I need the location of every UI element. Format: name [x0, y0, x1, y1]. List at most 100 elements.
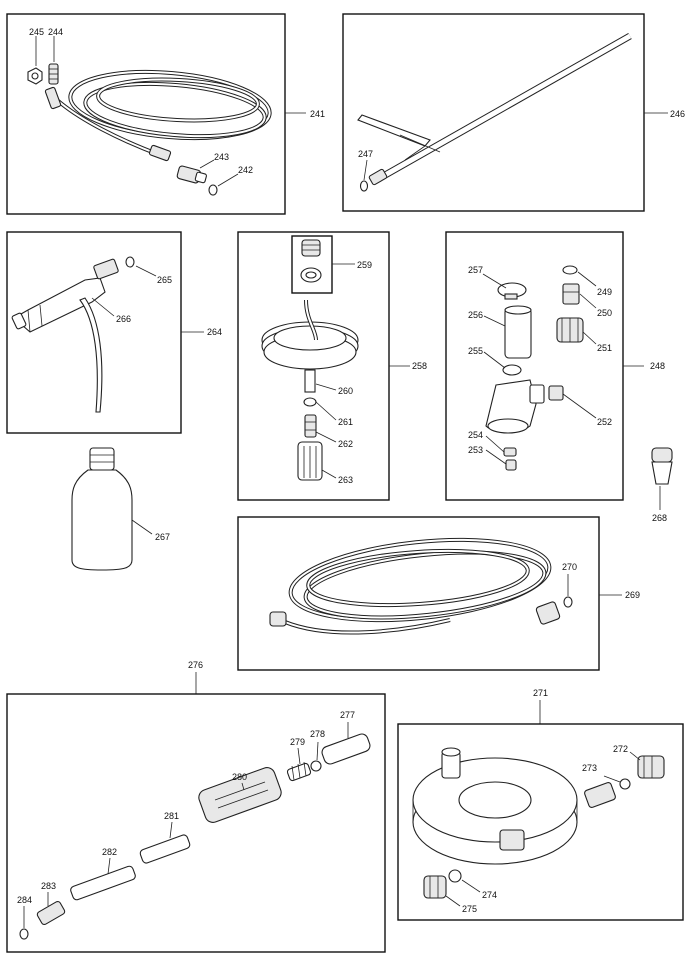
nozzle-283: [36, 900, 66, 926]
callout-261: 261: [338, 417, 353, 427]
nipple-250: [562, 283, 580, 305]
callout-282: 282: [102, 847, 117, 857]
nozzle-247: [368, 168, 388, 186]
callout-277: 277: [340, 710, 355, 720]
frame-246: [342, 13, 645, 212]
nut-245: [27, 67, 43, 85]
body-248: [485, 379, 545, 434]
callout-246: 246: [670, 109, 685, 119]
nipple-262: [304, 414, 317, 438]
group-264-gun: [6, 231, 204, 434]
housing-280: [198, 767, 282, 823]
group-269-hose: [237, 516, 622, 671]
group-271-base: [397, 700, 684, 921]
o-ring-242: [208, 184, 218, 196]
outlet-fitting: [499, 829, 525, 851]
frame-276: [6, 693, 386, 953]
callout-280: 280: [232, 772, 247, 782]
nozzle-268: [651, 447, 673, 510]
callout-270: 270: [562, 562, 577, 572]
callout-245: 245: [29, 27, 44, 37]
hose-241: [55, 69, 272, 157]
clamp-261: [303, 397, 317, 407]
callout-243: 243: [214, 152, 229, 162]
callout-278: 278: [310, 729, 325, 739]
callout-256: 256: [468, 310, 483, 320]
washer-274: [448, 869, 462, 883]
callout-259: 259: [357, 260, 372, 270]
callout-276: 276: [188, 660, 203, 670]
callout-263: 263: [338, 475, 353, 485]
callout-269: 269: [625, 590, 640, 600]
tube-281: [139, 834, 191, 864]
callout-251: 251: [597, 343, 612, 353]
frame-259: [291, 235, 333, 294]
plug-252: [548, 385, 564, 401]
bushing-244: [48, 63, 59, 85]
nut-251: [556, 317, 584, 343]
o-ring-278: [310, 760, 322, 772]
callout-284: 284: [17, 895, 32, 905]
callout-254: 254: [468, 430, 483, 440]
callout-266: 266: [116, 314, 131, 324]
callout-279: 279: [290, 737, 305, 747]
o-ring-270: [563, 596, 573, 608]
frame-241: [6, 13, 286, 215]
callout-267: 267: [155, 532, 170, 542]
callout-242: 242: [238, 165, 253, 175]
coil-260: [261, 299, 359, 393]
coupling-275: [423, 875, 447, 899]
hose-end-left: [269, 611, 287, 627]
tube-282: [70, 865, 136, 901]
callout-252: 252: [597, 417, 612, 427]
callout-262: 262: [338, 439, 353, 449]
tube-277: [321, 733, 371, 765]
o-ring-255: [502, 364, 522, 376]
group-246-lance: [342, 13, 668, 212]
callout-253: 253: [468, 445, 483, 455]
o-ring-247: [359, 180, 369, 192]
callout-264: 264: [207, 327, 222, 337]
o-ring-284: [19, 928, 29, 940]
frame-264: [6, 231, 182, 434]
gun-body-266: [11, 258, 119, 413]
frame-269: [237, 516, 600, 671]
inlet-fitting: [584, 782, 616, 808]
filter-263: [297, 441, 323, 481]
o-ring-265: [125, 256, 135, 268]
coupling-272: [637, 755, 665, 779]
adaptor-243: [176, 165, 207, 184]
filter-259: [300, 239, 322, 283]
o-ring-249: [562, 265, 578, 275]
callout-249: 249: [597, 287, 612, 297]
callout-260: 260: [338, 386, 353, 396]
spring-279: [286, 761, 312, 782]
group-276-foam-lance: [6, 672, 386, 953]
callout-273: 273: [582, 763, 597, 773]
callout-labels: 245 244 241 243 242 246 247 265 266 264 …: [17, 27, 685, 914]
callout-257: 257: [468, 265, 483, 275]
bottle-267: [71, 447, 153, 571]
hose-fitting-left: [44, 86, 62, 110]
callout-275: 275: [462, 904, 477, 914]
tube-256: [504, 305, 532, 359]
valve-253-254: [503, 447, 517, 471]
callout-258: 258: [412, 361, 427, 371]
callout-272: 272: [613, 744, 628, 754]
lance-tube-246: [357, 32, 632, 182]
callout-268: 268: [652, 513, 667, 523]
callout-265: 265: [157, 275, 172, 285]
callout-241: 241: [310, 109, 325, 119]
callout-248: 248: [650, 361, 665, 371]
callout-281: 281: [164, 811, 179, 821]
frame-271: [397, 723, 684, 921]
washer-273: [619, 778, 631, 790]
hose-269: [284, 537, 552, 635]
callout-250: 250: [597, 308, 612, 318]
hose-fitting-right: [148, 144, 172, 162]
group-258-foam: [237, 231, 410, 501]
callout-274: 274: [482, 890, 497, 900]
callout-255: 255: [468, 346, 483, 356]
base-plate-271: [412, 747, 578, 865]
group-241-hose: [6, 13, 306, 215]
